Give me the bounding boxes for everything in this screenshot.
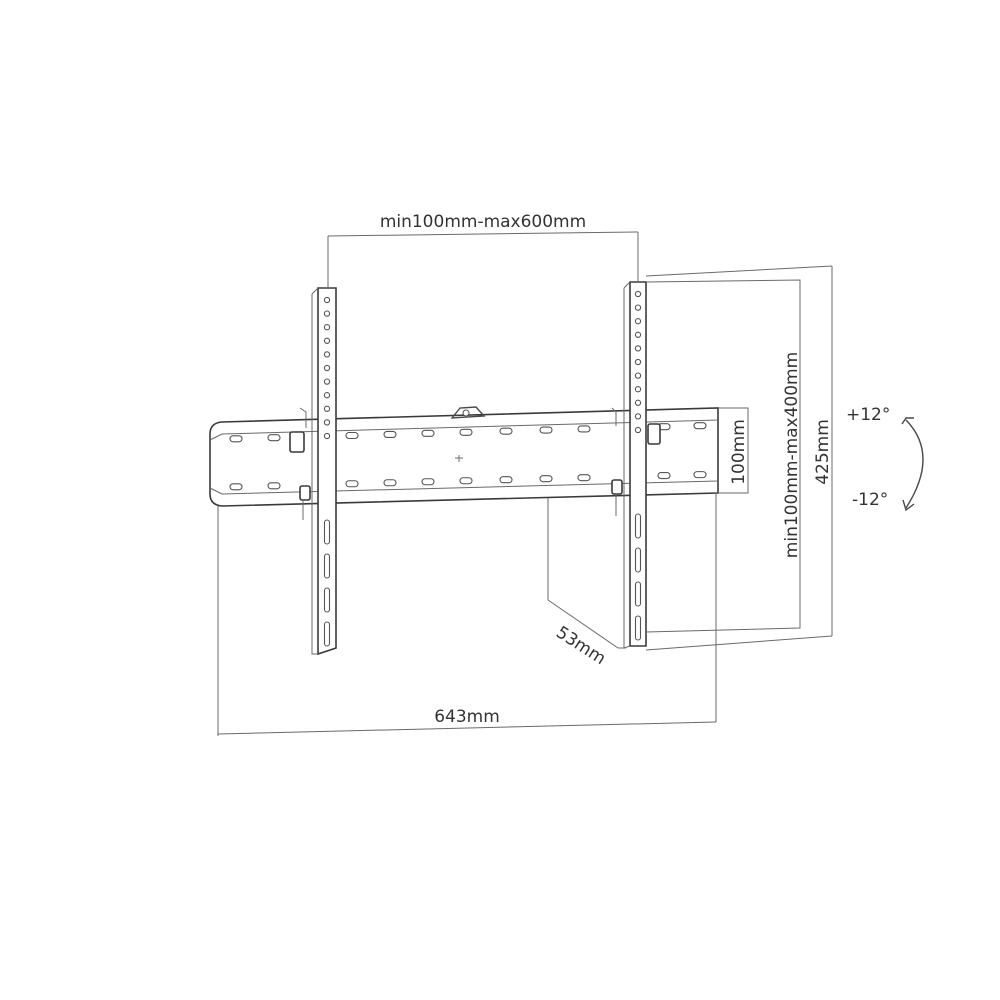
arm-hole [323, 405, 331, 412]
arm-hole [323, 310, 331, 317]
depth-label: 53mm [552, 623, 609, 670]
arm-slot [323, 621, 331, 647]
dimension-depth: 53mm [547, 498, 626, 670]
wall-plate-slot [657, 472, 671, 480]
wall-plate-slot [267, 434, 281, 442]
left-arm-hook-top [289, 407, 307, 453]
arm-hole [323, 419, 331, 426]
arm-hole [634, 358, 642, 366]
arm-hole [634, 290, 642, 298]
arm-hole [634, 386, 642, 393]
arm-hole [634, 318, 642, 325]
arm-hole [634, 331, 642, 338]
wall-plate-slot [267, 482, 281, 490]
arm-slot [323, 519, 331, 545]
wall-plate-slot [693, 471, 707, 479]
arm-hole [634, 345, 642, 352]
arm-hole [634, 304, 642, 311]
wall-plate-slot [229, 483, 243, 491]
arm-slot [323, 553, 331, 579]
wall-plate-slot [539, 475, 553, 483]
wall-plate-slot [345, 480, 359, 488]
wall-plate-slot [459, 428, 473, 436]
dimension-vesa-width: min100mm-max600mm [327, 212, 639, 288]
wall-plate-slot [421, 429, 435, 437]
right-arm-hook-top [611, 407, 661, 445]
wall-plate-slot [577, 425, 591, 433]
arm-hole [634, 426, 642, 434]
tilt-indicator: +12° -12° [846, 405, 924, 512]
arm-hole [323, 378, 331, 385]
right-arm-hook-bottom [611, 479, 623, 516]
arm-slot [323, 587, 331, 613]
arm-hole [634, 399, 642, 406]
wall-plate-slot [499, 427, 513, 435]
arm-slot [634, 547, 642, 573]
arm-slot [634, 513, 642, 539]
wall-plate-slot [459, 477, 473, 485]
tilt-up-label: +12° [846, 405, 890, 425]
arm-hole [323, 432, 331, 440]
overall-width-label: 643mm [434, 707, 500, 727]
center-lock-icon [450, 406, 486, 462]
vesa-width-label: min100mm-max600mm [380, 212, 586, 232]
arm-hole [323, 337, 331, 344]
left-arm-hook-bottom [299, 485, 311, 520]
wall-plate-slot [383, 430, 397, 438]
arm-slot [634, 615, 642, 641]
wall-plate-slot [577, 474, 591, 482]
arm-hole [634, 372, 642, 379]
dimension-overall-height: 425mm [645, 265, 833, 651]
wall-plate-slot [499, 476, 513, 484]
arm-hole [323, 392, 331, 399]
arm-hole [634, 413, 642, 420]
vesa-height-label: min100mm-max400mm [782, 352, 802, 558]
dimension-vesa-height: min100mm-max400mm [645, 279, 802, 633]
wall-plate-slot [229, 435, 243, 443]
left-vertical-arm [289, 287, 337, 656]
bracket-height-label: 100mm [729, 419, 749, 485]
wall-plate-slot [421, 478, 435, 486]
wall-plate-slot [383, 479, 397, 487]
wall-plate-slot [539, 426, 553, 434]
overall-height-label: 425mm [813, 419, 833, 485]
arm-hole [323, 351, 331, 358]
arm-slot [634, 581, 642, 607]
wall-plate-slot [693, 422, 707, 430]
wall-plate-slot [345, 431, 359, 440]
arm-hole [323, 296, 331, 304]
arm-hole [323, 324, 331, 331]
arm-hole [323, 364, 331, 372]
right-vertical-arm [611, 281, 661, 649]
dimension-overall-width: 643mm [217, 493, 717, 736]
tilt-down-label: -12° [852, 490, 888, 510]
wall-plate-slots [229, 422, 707, 491]
dimension-bracket-height: 100mm [718, 407, 749, 494]
